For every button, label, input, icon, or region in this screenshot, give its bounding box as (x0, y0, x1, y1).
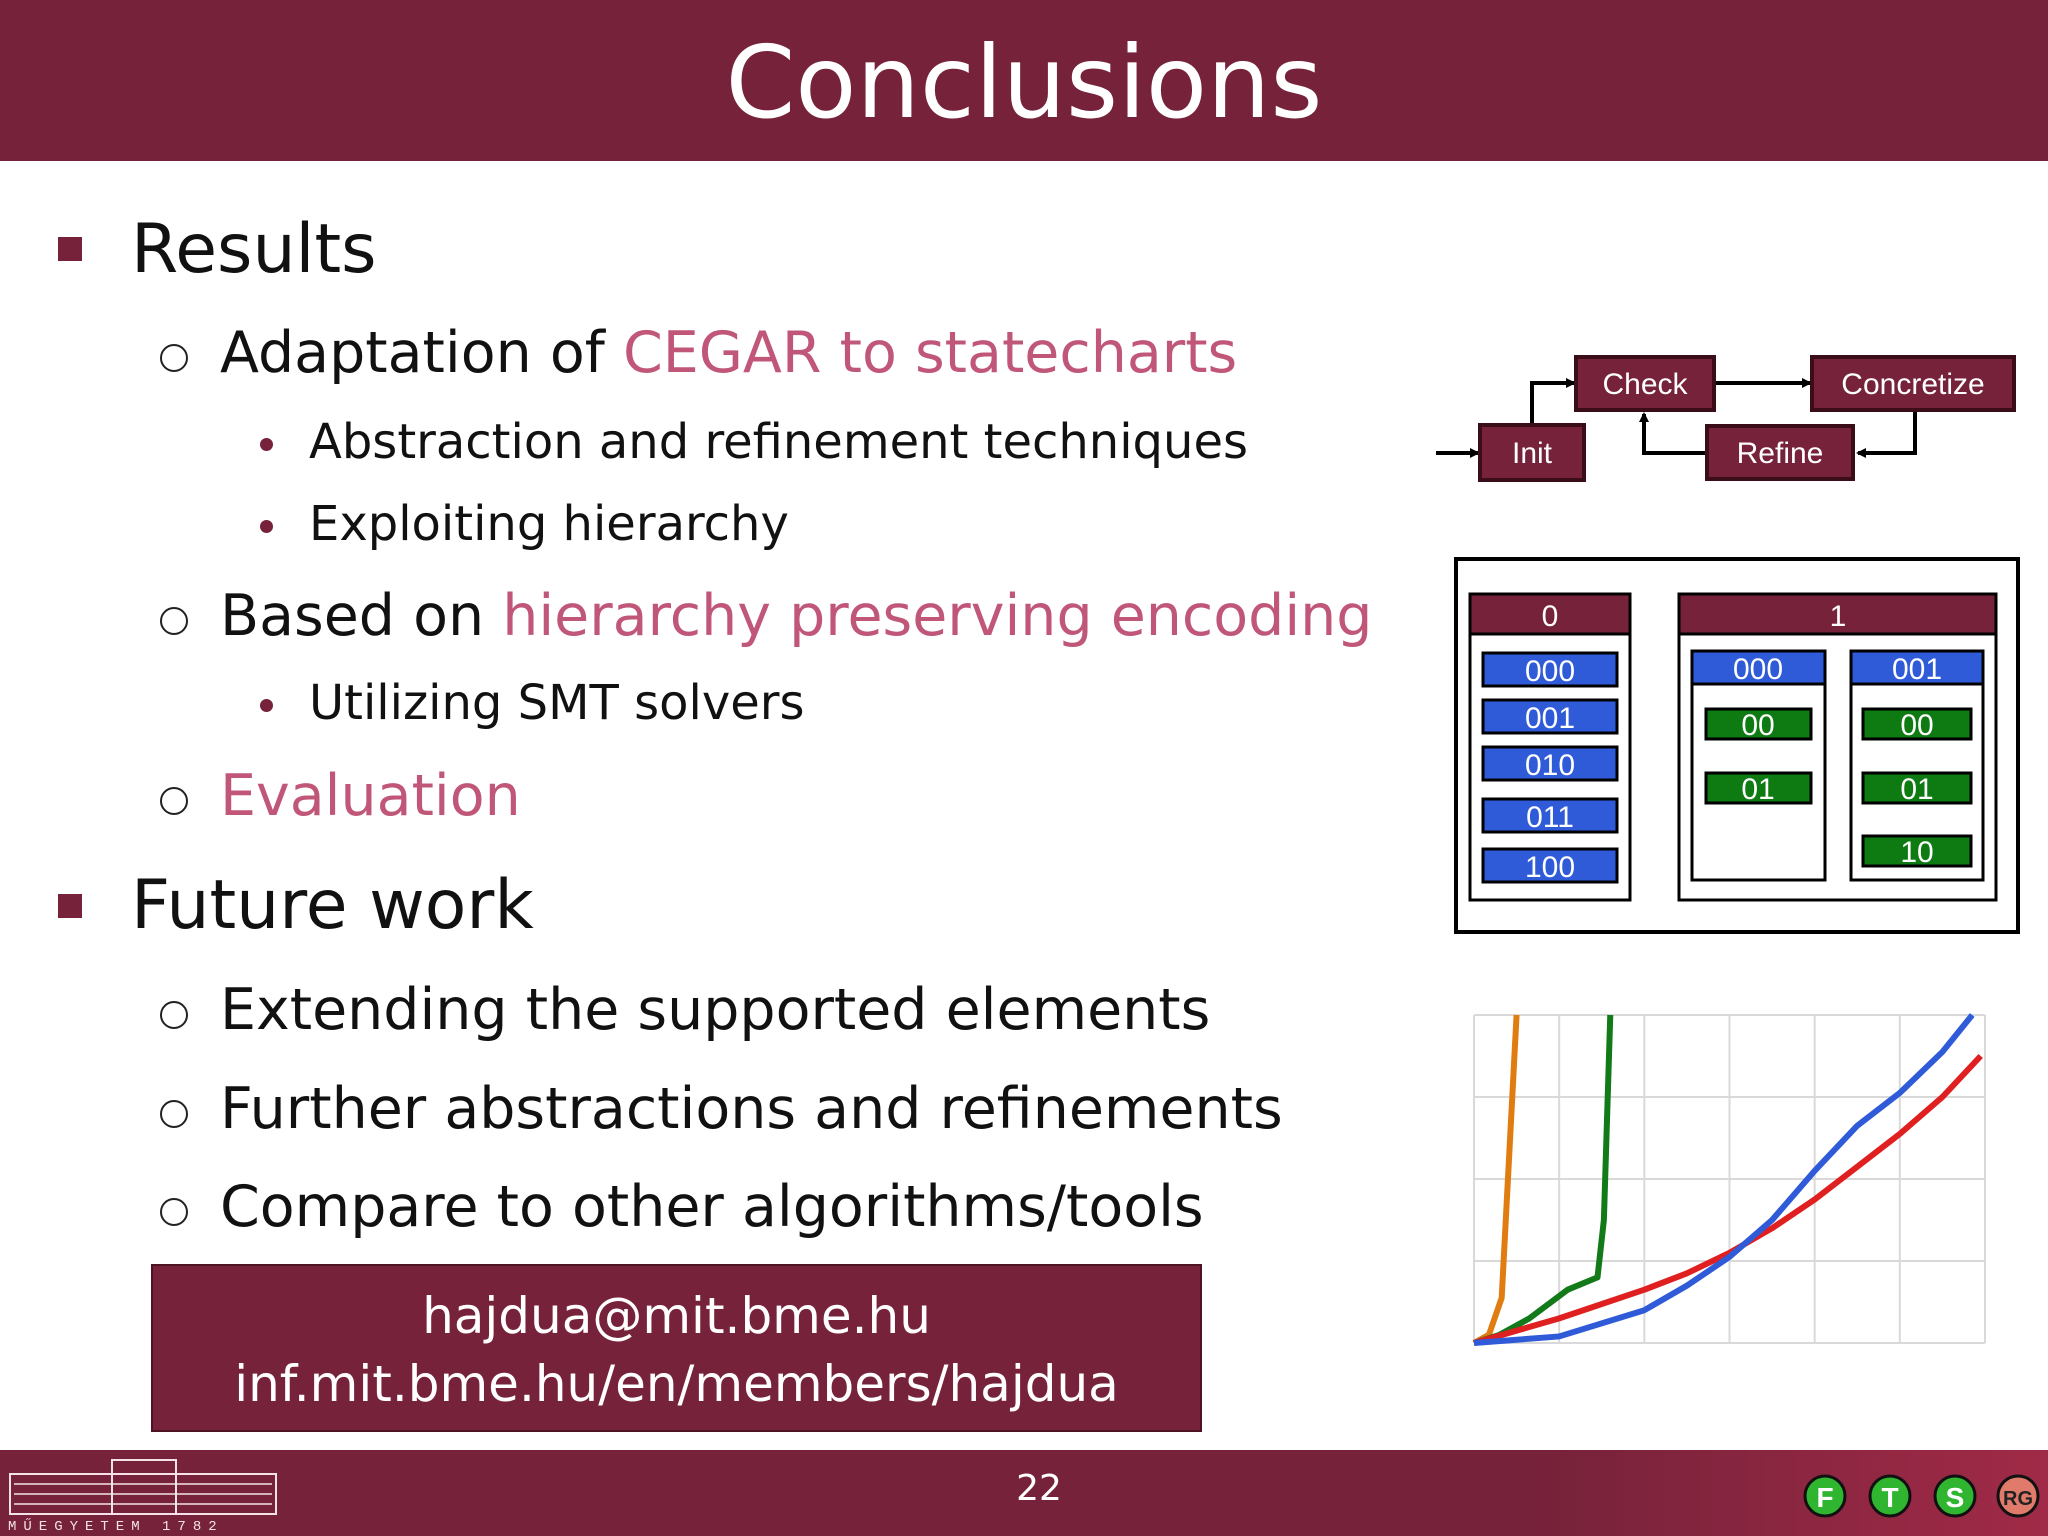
code-label: 011 (1526, 801, 1574, 834)
contact-email: hajdua@mit.bme.hu (422, 1287, 931, 1345)
bullet-circle (160, 344, 188, 372)
code-box (1861, 771, 1973, 805)
bullet-circle (160, 1001, 188, 1029)
runtime-chart (1472, 1013, 1986, 1346)
bullet-circle (160, 607, 188, 635)
group0-label: 0 (1542, 600, 1559, 633)
encoding-highlight: hierarchy preserving encoding (502, 583, 1373, 649)
results-item-evaluation: Evaluation (220, 763, 521, 829)
results-item-encoding: Based on hierarchy preserving encoding (220, 583, 1372, 649)
flow-refine-box (1705, 424, 1855, 481)
group1-left-header (1690, 649, 1827, 686)
f-logo-icon (1803, 1474, 1847, 1518)
results-sub-hierarchy: Exploiting hierarchy (309, 496, 789, 552)
bullet-circle (160, 787, 188, 815)
results-heading: Results (131, 210, 377, 289)
rg-logo-icon (1996, 1474, 2040, 1518)
code-box (1481, 651, 1619, 688)
code-label: 01 (1900, 773, 1933, 806)
bullet-circle (160, 1100, 188, 1128)
bullet-square (58, 237, 82, 261)
code-label: 00 (1900, 709, 1933, 742)
flow-refine-label: Refine (1737, 437, 1824, 470)
code-label: 000 (1525, 655, 1575, 688)
flow-check-label: Check (1602, 368, 1688, 401)
t-logo-label: T (1881, 1482, 1898, 1513)
flow-concretize-label: Concretize (1841, 368, 1984, 401)
flow-concretize-box (1810, 355, 2016, 412)
university-logo: MŰEGYETEM 1782 (8, 1459, 277, 1535)
code-box (1481, 797, 1619, 834)
s-logo-label: S (1946, 1482, 1965, 1513)
future-item-abstractions: Further abstractions and refinements (220, 1076, 1283, 1142)
results-sub-smt: Utilizing SMT solvers (309, 675, 805, 731)
cegar-highlight: CEGAR to statecharts (622, 320, 1238, 386)
code-label: 01 (1741, 773, 1774, 806)
flow-init-label: Init (1512, 437, 1553, 470)
bullet-dot (260, 520, 273, 533)
code-box (1481, 745, 1619, 782)
future-item-compare: Compare to other algorithms/tools (220, 1174, 1204, 1240)
series-line-3 (1473, 1053, 1983, 1346)
group1-right-header (1849, 649, 1985, 686)
page-title: Conclusions (725, 24, 1323, 141)
t-logo-icon (1868, 1474, 1912, 1518)
code-label: 10 (1900, 836, 1933, 869)
results-sub-abstraction: Abstraction and refinement techniques (309, 414, 1248, 470)
group0-header (1468, 592, 1632, 636)
group1-right-label: 001 (1892, 653, 1942, 686)
flow-arrow (1856, 410, 1917, 458)
group1-label: 1 (1830, 600, 1847, 633)
contact-box: hajdua@mit.bme.hu inf.mit.bme.hu/en/memb… (151, 1264, 1202, 1432)
code-box (1704, 771, 1813, 805)
encoding-diagram: 0 000 001 010 011 100 1 000 00 01 001 00… (1454, 557, 2020, 934)
flow-init-box (1478, 423, 1586, 482)
rg-logo-label: RG (2003, 1488, 2033, 1510)
contact-url: inf.mit.bme.hu/en/members/hajdua (234, 1355, 1119, 1413)
footer-bar (0, 1450, 2048, 1536)
series-line-4 (1473, 1013, 1975, 1346)
bullet-dot (260, 699, 273, 712)
page-number: 22 (1016, 1468, 1062, 1509)
bullet-dot (260, 438, 273, 451)
ftsrg-logo: F T S RG (1803, 1474, 2040, 1518)
bullet-square (58, 894, 82, 918)
group1-left-label: 000 (1733, 653, 1783, 686)
encoding-prefix: Based on (220, 583, 503, 649)
code-label: 001 (1525, 702, 1575, 735)
f-logo-label: F (1816, 1482, 1833, 1513)
future-item-extending: Extending the supported elements (220, 977, 1211, 1043)
code-box (1481, 847, 1619, 884)
code-box (1481, 698, 1619, 735)
s-logo-icon (1933, 1474, 1977, 1518)
code-box (1704, 707, 1813, 741)
code-box (1861, 834, 1973, 868)
code-label: 00 (1741, 709, 1774, 742)
code-label: 100 (1525, 851, 1575, 884)
flow-arrow (1639, 412, 1706, 455)
cegar-prefix: Adaptation of (220, 320, 623, 386)
code-label: 010 (1525, 749, 1575, 782)
results-item-cegar: Adaptation of CEGAR to statecharts (220, 320, 1237, 386)
cegar-flow-diagram: Init Check Concretize Refine (1436, 355, 2016, 482)
code-box (1861, 707, 1973, 741)
flow-check-box (1574, 355, 1716, 412)
group0-codes: 000 001 010 011 100 (1481, 651, 1619, 884)
title-bar (0, 0, 2048, 161)
future-heading: Future work (131, 866, 534, 945)
flow-arrow (1530, 378, 1576, 424)
group1-header (1677, 592, 1998, 636)
university-name: MŰEGYETEM 1782 (8, 1517, 224, 1535)
bullet-circle (160, 1198, 188, 1226)
